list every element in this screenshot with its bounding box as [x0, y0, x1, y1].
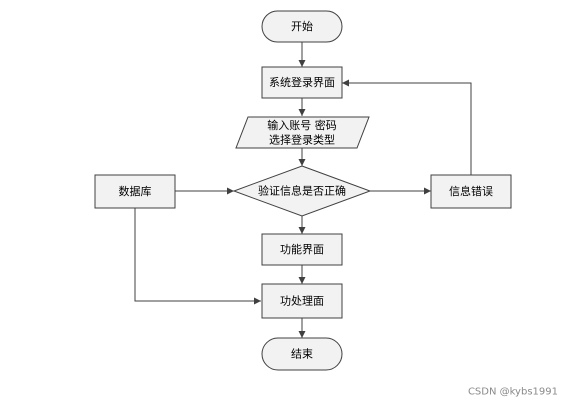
end-node: 结束 [261, 337, 343, 371]
input-node: 输入账号 密码 选择登录类型 [235, 116, 370, 149]
verify-decision-node: 验证信息是否正确 [232, 165, 372, 217]
error-node: 信息错误 [430, 174, 512, 209]
database-node: 数据库 [94, 174, 176, 209]
database-label: 数据库 [119, 184, 152, 198]
start-label: 开始 [291, 19, 313, 33]
edge-database-to-process [134, 208, 261, 305]
login-ui-label: 系统登录界面 [269, 75, 335, 89]
login-ui-node: 系统登录界面 [261, 66, 343, 99]
function-ui-node: 功能界面 [261, 233, 343, 266]
function-ui-label: 功能界面 [280, 242, 324, 256]
edge-error-to-login [342, 79, 472, 175]
verify-label: 验证信息是否正确 [258, 184, 346, 198]
end-label: 结束 [291, 348, 313, 361]
input-label-line2: 选择登录类型 [269, 133, 335, 147]
start-node: 开始 [261, 10, 343, 43]
input-label-line1: 输入账号 密码 [267, 118, 337, 132]
process-ui-node: 功处理面 [261, 283, 343, 319]
error-label: 信息错误 [449, 184, 493, 198]
process-ui-label: 功处理面 [280, 295, 324, 308]
watermark: CSDN @kybs1991 [468, 387, 558, 398]
edges [134, 42, 472, 338]
